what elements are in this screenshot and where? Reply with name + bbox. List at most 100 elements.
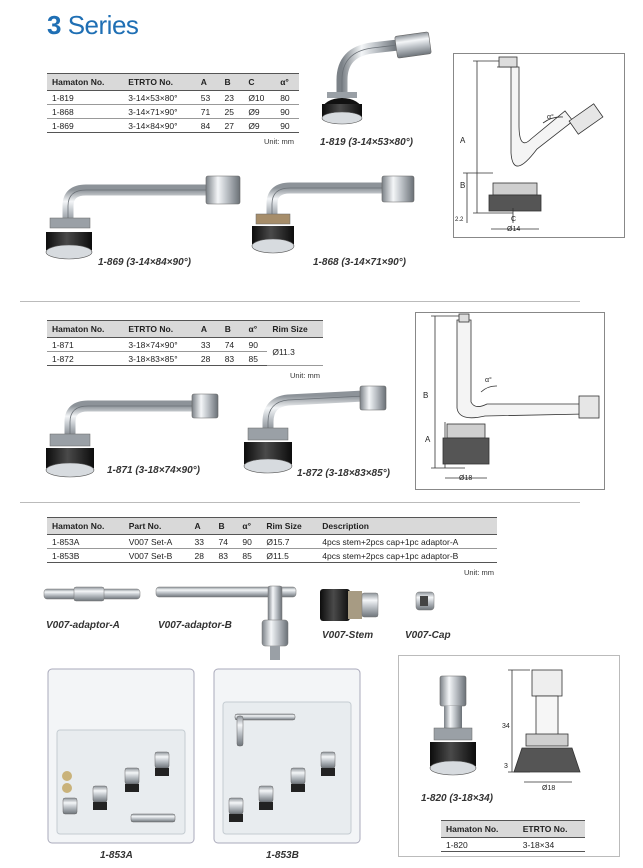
table-cell: 90 xyxy=(237,534,262,549)
technical-drawing-1-820: 34 3 Ø18 xyxy=(502,669,581,792)
spec-table-1: Hamaton No. ETRTO No. A B C α° 1-819 3-1… xyxy=(47,73,299,133)
table-cell: 3-14×53×80° xyxy=(123,90,196,105)
stem-photo xyxy=(320,589,379,621)
valve-photo-1-820 xyxy=(429,675,477,776)
unit-note-3: Unit: mm xyxy=(464,568,494,577)
dim-label-c: C xyxy=(511,216,516,223)
col-header: Rim Size xyxy=(267,320,323,338)
caption-1-871: 1-871 (3-18×74×90°) xyxy=(107,465,200,476)
table-cell: 3-14×71×90° xyxy=(123,104,196,119)
table-cell: 27 xyxy=(219,118,244,133)
valve-photo-1-819 xyxy=(321,31,432,125)
dim-label-b: B xyxy=(460,181,465,190)
table-cell: Ø10 xyxy=(243,90,276,105)
table-cell: 1-853B xyxy=(47,548,124,563)
table-cell: 90 xyxy=(275,118,299,133)
dim-label-alpha: α° xyxy=(485,376,492,384)
col-header: ETRTO No. xyxy=(123,73,196,91)
table-cell: 85 xyxy=(237,548,262,563)
table-cell: 83 xyxy=(219,351,244,366)
unit-note-2: Unit: mm xyxy=(290,371,320,380)
table-cell: 28 xyxy=(189,548,214,563)
table-cell: 3-18×74×90° xyxy=(123,337,196,352)
section-divider xyxy=(20,301,580,302)
col-header: A xyxy=(195,73,220,91)
table-cell: 53 xyxy=(195,90,220,105)
col-header: ETRTO No. xyxy=(123,320,196,338)
caption-cap: V007-Cap xyxy=(405,630,451,641)
table-cell: 80 xyxy=(275,90,299,105)
table-cell: 25 xyxy=(219,104,244,119)
caption-1-853a: 1-853A xyxy=(100,850,133,861)
table-header-row: Hamaton No. ETRTO No. A B C α° xyxy=(47,73,299,91)
adaptor-a-photo xyxy=(43,586,141,602)
col-header: A xyxy=(195,320,220,338)
table-row: 1-819 3-14×53×80° 53 23 Ø10 80 xyxy=(47,90,299,105)
table-cell: 3-14×84×90° xyxy=(123,118,196,133)
table-cell: 1-853A xyxy=(47,534,124,549)
table-row: 1-871 3-18×74×90° 33 74 90 Ø11.3 xyxy=(47,337,323,366)
col-header: Hamaton No. xyxy=(441,820,518,838)
dim-label-2-2: 2.2 xyxy=(455,217,464,223)
unit-note-1: Unit: mm xyxy=(264,137,294,146)
adaptor-b-photo xyxy=(155,585,297,660)
kit-1-853a-photo xyxy=(47,668,195,844)
col-header: B xyxy=(213,517,238,535)
col-header: Rim Size xyxy=(261,517,318,535)
table-cell: 90 xyxy=(275,104,299,119)
col-header: B xyxy=(219,320,244,338)
technical-drawing-2: B A α° Ø18 xyxy=(423,313,600,482)
table-cell: 4pcs stem+2pcs cap+1pc adaptor-A xyxy=(317,534,497,549)
col-header: Hamaton No. xyxy=(47,517,124,535)
table-cell: Ø9 xyxy=(243,104,276,119)
table-cell: 74 xyxy=(213,534,238,549)
caption-1-868: 1-868 (3-14×71×90°) xyxy=(313,257,406,268)
caption-adaptor-a: V007-adaptor-A xyxy=(46,620,120,631)
table-cell: 85 xyxy=(243,351,268,366)
table-row: 1-868 3-14×71×90° 71 25 Ø9 90 xyxy=(47,104,299,119)
dim-label-d18: Ø18 xyxy=(542,785,555,792)
caption-1-820: 1-820 (3-18×34) xyxy=(421,793,493,804)
table-cell: 84 xyxy=(195,118,220,133)
table-cell: 1-868 xyxy=(47,104,124,119)
table-cell: 74 xyxy=(219,337,244,352)
drawing-frame-2 xyxy=(415,312,605,490)
table-header-row: Hamaton No. Part No. A B α° Rim Size Des… xyxy=(47,517,497,535)
table-cell: 90 xyxy=(243,337,268,352)
table-cell: Ø11.5 xyxy=(261,548,318,563)
valve-photo-1-872 xyxy=(243,385,387,474)
table-cell: 33 xyxy=(189,534,214,549)
col-header: Hamaton No. xyxy=(47,73,124,91)
table-cell: V007 Set-B xyxy=(123,548,190,563)
col-header: C xyxy=(243,73,276,91)
table-cell: 1-872 xyxy=(47,351,124,366)
table-cell: 1-869 xyxy=(47,118,124,133)
col-header: Part No. xyxy=(123,517,190,535)
col-header: B xyxy=(219,73,244,91)
table-row: 1-872 3-18×83×85° 28 83 85 xyxy=(47,351,323,366)
table-header-row: Hamaton No. ETRTO No. xyxy=(441,820,585,838)
spec-table-3: Hamaton No. Part No. A B α° Rim Size Des… xyxy=(47,517,497,563)
table-cell: 4pcs stem+2pcs cap+1pc adaptor-B xyxy=(317,548,497,563)
caption-1-853b: 1-853B xyxy=(266,850,299,861)
table-cell: 23 xyxy=(219,90,244,105)
col-header: α° xyxy=(275,73,299,91)
table-cell: 1-820 xyxy=(441,837,518,852)
caption-stem: V007-Stem xyxy=(322,630,374,641)
dim-label-d14: Ø14 xyxy=(507,226,520,233)
table-cell: 3-18×83×85° xyxy=(123,351,196,366)
table-header-row: Hamaton No. ETRTO No. A B α° Rim Size xyxy=(47,320,323,338)
dim-label-b: B xyxy=(423,391,428,400)
valve-photo-1-869 xyxy=(45,175,241,260)
table-cell: 71 xyxy=(195,104,220,119)
dim-label-d18: Ø18 xyxy=(459,475,472,482)
table-row: 1-869 3-14×84×90° 84 27 Ø9 90 xyxy=(47,118,299,133)
table-cell: 3-18×34 xyxy=(517,837,585,852)
cap-photo xyxy=(415,591,435,611)
col-header: ETRTO No. xyxy=(517,820,585,838)
table-cell: 1-871 xyxy=(47,337,124,352)
series-number: 3 xyxy=(47,10,61,40)
col-header: Hamaton No. xyxy=(47,320,124,338)
drawing-frame-1-820 xyxy=(398,655,620,857)
dim-label-34: 34 xyxy=(502,723,510,730)
